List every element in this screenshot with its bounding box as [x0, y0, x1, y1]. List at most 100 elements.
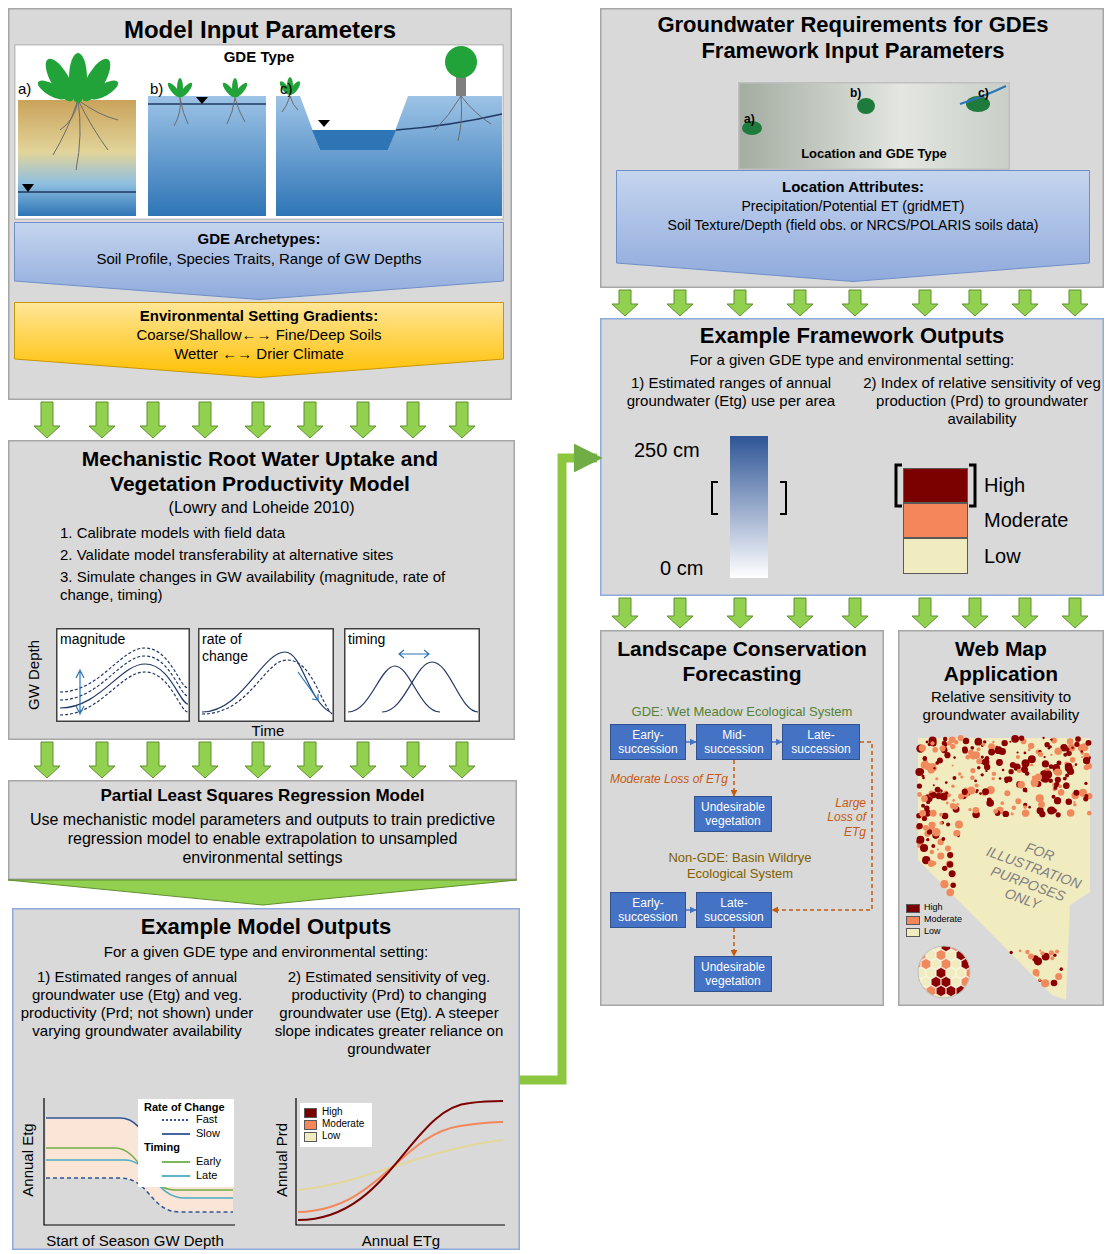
web-map	[930, 850, 935, 855]
web-map	[936, 968, 946, 979]
web-map	[1004, 790, 1010, 796]
web-map	[1039, 950, 1041, 952]
arrow-row	[612, 598, 638, 628]
web-map	[930, 822, 936, 828]
web-map	[936, 986, 946, 997]
web-map	[1035, 973, 1039, 977]
web-map	[975, 791, 978, 794]
web-map	[949, 737, 955, 743]
web-map	[928, 860, 935, 867]
web-map	[1083, 757, 1090, 764]
prd-chart	[298, 1101, 503, 1220]
figure-label: GDE: Wet Meadow Ecological System	[600, 704, 884, 720]
prd-chart	[298, 1140, 503, 1190]
web-map	[1023, 805, 1027, 809]
web-map	[1016, 755, 1020, 759]
etg-chart	[46, 1148, 233, 1190]
panel-heading: Landscape Conservation Forecasting	[607, 636, 877, 686]
web-map	[949, 870, 956, 877]
web-map	[1067, 738, 1074, 745]
axis-label: GW Depth	[25, 635, 43, 715]
state-label: Early- succession	[615, 896, 681, 925]
web-map	[943, 737, 947, 741]
web-map	[979, 792, 982, 795]
web-map	[1035, 774, 1042, 781]
gde-illustration	[318, 120, 330, 127]
web-map	[918, 946, 970, 998]
web-map	[943, 796, 948, 801]
legend-swatch	[906, 916, 920, 925]
web-map	[917, 769, 919, 771]
band-arrow: GDE Archetypes:Soil Profile, Species Tra…	[14, 222, 504, 300]
web-map	[1050, 738, 1052, 740]
web-map	[922, 756, 927, 761]
web-map	[1043, 756, 1045, 758]
arrow-row	[192, 402, 218, 438]
web-map	[918, 769, 924, 775]
web-map	[951, 784, 955, 788]
web-map	[1005, 812, 1009, 816]
web-map	[953, 806, 960, 813]
web-map	[931, 977, 941, 988]
web-map	[985, 756, 990, 761]
web-map	[1015, 798, 1021, 804]
web-map	[944, 791, 948, 795]
web-map	[916, 839, 920, 843]
web-map	[945, 781, 948, 784]
web-map	[1051, 980, 1058, 987]
gde-illustration	[166, 78, 249, 99]
connector-arrow	[686, 909, 696, 911]
panel-text: 1) Estimated ranges of annual groundwate…	[606, 374, 856, 410]
panel-text: For a given GDE type and environmental s…	[12, 943, 520, 961]
legend-text: Moderate	[924, 914, 962, 925]
gde-illustration	[18, 46, 502, 216]
web-map	[911, 941, 976, 997]
arrow-row	[449, 742, 475, 778]
state-box: Early- succession	[610, 892, 686, 928]
web-map	[987, 797, 992, 802]
arrow-row	[1062, 598, 1088, 628]
figure-label: a)	[744, 112, 764, 126]
legend-text: Early	[196, 1155, 221, 1168]
web-map	[1068, 744, 1076, 752]
panel-text: 2) Estimated sensitivity of veg. product…	[262, 968, 516, 1058]
web-map	[919, 810, 926, 817]
web-map	[1087, 756, 1091, 760]
web-map	[1042, 760, 1049, 767]
gw-depth-curves	[348, 666, 440, 712]
web-map	[1054, 768, 1061, 775]
web-map	[996, 807, 1003, 814]
web-map	[988, 749, 995, 756]
web-map	[917, 845, 920, 848]
web-map	[1066, 748, 1070, 752]
web-map	[998, 748, 1004, 754]
web-map	[1025, 790, 1027, 792]
panel-box: Groundwater Requirements for GDEs Framew…	[600, 8, 1104, 288]
web-map	[935, 787, 941, 793]
web-map	[956, 950, 966, 961]
web-map	[929, 736, 937, 744]
web-map	[1008, 769, 1013, 774]
web-map	[1013, 764, 1020, 771]
gde-illustration	[178, 81, 194, 99]
web-map	[928, 791, 935, 798]
web-map	[921, 804, 925, 808]
state-box: Late- succession	[696, 892, 772, 928]
web-map	[963, 791, 970, 798]
web-map	[981, 773, 984, 776]
state-box: Undesirable vegetation	[694, 956, 772, 992]
web-map	[941, 959, 951, 970]
web-map	[962, 747, 967, 752]
gde-illustration	[40, 55, 80, 106]
panel-box: Mechanistic Root Water Uptake and Vegeta…	[8, 440, 515, 740]
figure-label: 0 cm	[660, 556, 720, 580]
web-map	[932, 861, 937, 866]
web-map	[1004, 777, 1009, 782]
web-map	[970, 753, 977, 760]
web-map	[1016, 781, 1023, 788]
state-box: Late- succession	[782, 724, 860, 760]
etg-chart	[138, 1099, 234, 1187]
gde-illustration	[166, 81, 182, 99]
gde-illustration	[456, 66, 466, 96]
state-label: Mid- succession	[701, 728, 767, 757]
